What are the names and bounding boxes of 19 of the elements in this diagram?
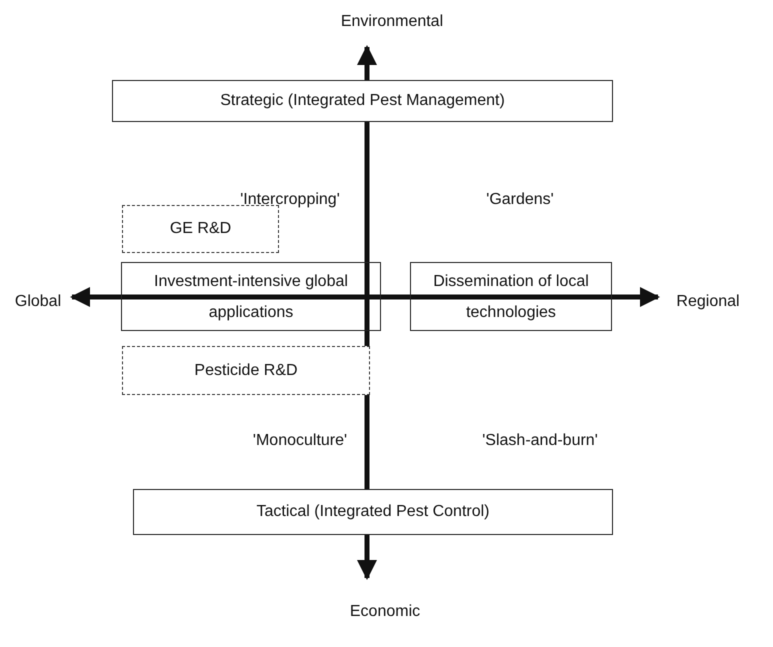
quadrant-label: 'Slash-and-burn' [482,432,598,450]
axis-label: Regional [676,293,740,311]
box-text: GE R&D [170,220,232,238]
dashed-box [122,346,370,395]
text-box [121,262,381,331]
text-box [112,80,613,122]
axis-label: Global [14,293,62,311]
box-text: Investment-intensive global applications [153,272,349,322]
quadrant-label: 'Monoculture' [252,432,348,450]
quadrant-label: 'Intercropping' [240,191,340,209]
text-box [133,489,613,535]
box-text: Strategic (Integrated Pest Management) [220,92,505,110]
text-box [410,262,612,331]
box-text: Tactical (Integrated Pest Control) [256,503,490,521]
axis-label: Economic [350,603,420,621]
box-text: Pesticide R&D [194,362,298,380]
box-text: Dissemination of local technologies [432,272,590,322]
quadrant-label: 'Gardens' [486,191,554,209]
axis-label: Environmental [340,13,444,31]
